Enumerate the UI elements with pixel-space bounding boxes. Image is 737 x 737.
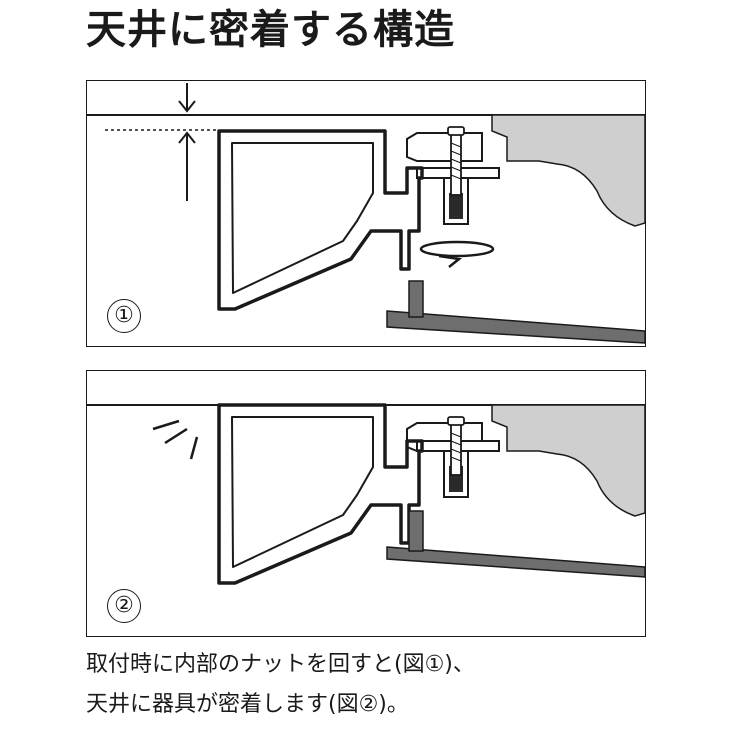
ceiling-mount	[491, 114, 645, 227]
nut	[449, 193, 463, 219]
figure-2-drawing	[87, 403, 645, 585]
figure-1-panel: ①	[86, 80, 646, 347]
bolt-head	[447, 126, 465, 136]
base-plate	[386, 310, 645, 344]
step-2-badge: ②	[107, 589, 141, 623]
fixture-body-inner	[231, 142, 374, 294]
bolt-shaft	[450, 132, 462, 196]
fixture-body-outline	[217, 129, 424, 311]
figure-1-drawing	[87, 83, 645, 344]
figure-2-panel: ②	[86, 370, 646, 637]
bolt-head	[447, 416, 465, 426]
mount-bracket	[406, 132, 483, 162]
fixture-body-inner	[231, 416, 374, 568]
base-plate-tab	[408, 510, 424, 552]
fixture-body-outline	[217, 403, 424, 585]
base-plate-tab	[408, 280, 424, 318]
contact-emphasis-marks	[152, 419, 199, 460]
rotation-arrow	[419, 240, 495, 258]
step-1-badge: ①	[107, 299, 141, 333]
base-plate	[386, 546, 645, 578]
caption-line-1: 取付時に内部のナットを回すと(図①)、	[86, 652, 475, 677]
caption-line-2: 天井に器具が密着します(図②)。	[86, 692, 409, 717]
ceiling-mount	[491, 404, 645, 517]
page-title: 天井に密着する構造	[86, 7, 455, 53]
